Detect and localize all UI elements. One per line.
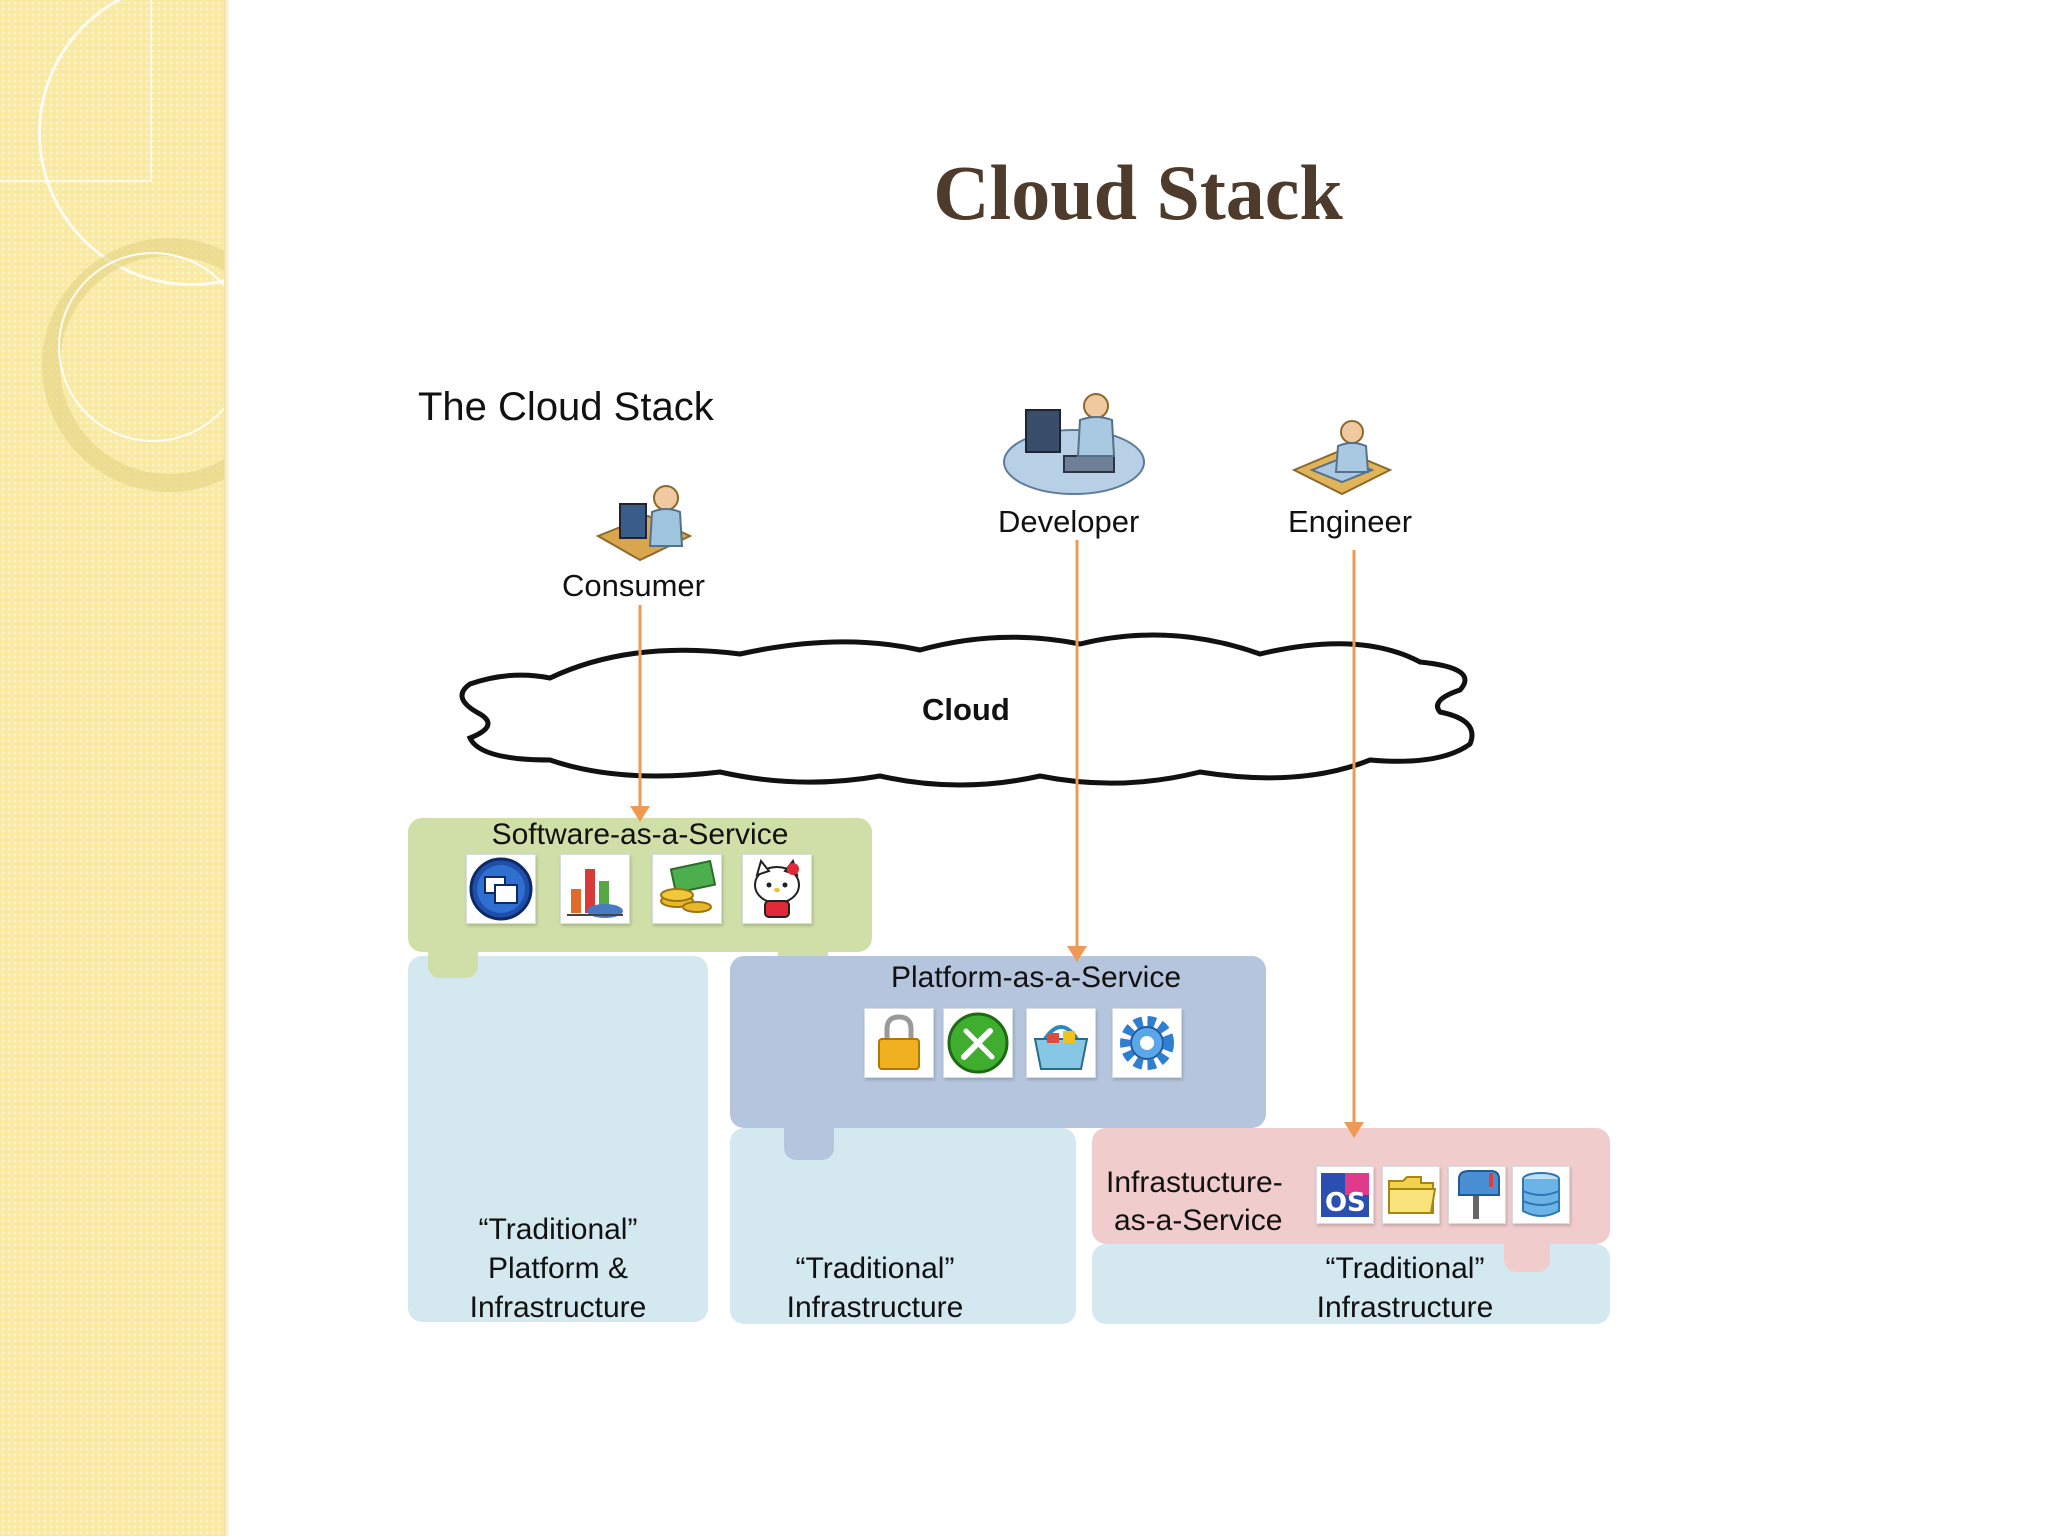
cloud-label: Cloud bbox=[922, 692, 1010, 727]
traditional-platform-line1: “Traditional” bbox=[478, 1213, 638, 1246]
shopping-basket-icon bbox=[1033, 1025, 1089, 1070]
decorative-ring-highlight bbox=[58, 252, 228, 442]
paas-icon-tile-4 bbox=[1112, 1008, 1182, 1078]
developer-icon bbox=[1003, 393, 1145, 495]
windows-app-icon bbox=[469, 857, 533, 921]
paas-icon-tile-2 bbox=[943, 1008, 1013, 1078]
svg-text:S: S bbox=[1347, 1188, 1366, 1218]
database-icon bbox=[1522, 1172, 1560, 1217]
iaas-icon-tile-4 bbox=[1512, 1166, 1570, 1224]
mailbox-icon bbox=[1458, 1170, 1500, 1219]
saas-tab bbox=[428, 948, 478, 978]
iaas-title-line2: as-a-Service bbox=[1114, 1204, 1283, 1237]
paas-tab bbox=[784, 1124, 834, 1160]
traditional-infra-right-line2: Infrastructure bbox=[1316, 1291, 1494, 1324]
developer-arrowhead bbox=[1067, 946, 1087, 962]
engineer-label: Engineer bbox=[1288, 504, 1413, 539]
paas-icon-tile-3 bbox=[1026, 1008, 1096, 1078]
consumer-label: Consumer bbox=[562, 568, 705, 603]
paas-icon-tile-1 bbox=[864, 1008, 934, 1078]
consumer-arrowhead bbox=[630, 806, 650, 822]
sidebar-decoration bbox=[0, 0, 228, 1536]
iaas-icon-tile-3 bbox=[1448, 1166, 1506, 1224]
traditional-infra-right-label: “Traditional” Infrastructure bbox=[1230, 1249, 1580, 1327]
hello-kitty-icon bbox=[754, 858, 800, 918]
traditional-platform-block bbox=[408, 956, 708, 1322]
traditional-infra-middle-line2: Infrastructure bbox=[786, 1291, 964, 1324]
iaas-icon-tile-2 bbox=[1382, 1166, 1440, 1224]
iaas-title-line1: Infrastucture- bbox=[1106, 1166, 1283, 1199]
svg-text:O: O bbox=[1325, 1188, 1347, 1218]
saas-icon-tile-1 bbox=[466, 854, 536, 924]
saas-icon-tile-3 bbox=[652, 854, 722, 924]
saas-title: Software-as-a-Service bbox=[491, 818, 789, 851]
gear-icon bbox=[1120, 1016, 1174, 1070]
traditional-platform-label: “Traditional” Platform & Infrastructure bbox=[410, 1210, 706, 1327]
tools-icon bbox=[947, 1012, 1009, 1074]
traditional-platform-line2: Platform & bbox=[487, 1252, 629, 1285]
bar-chart-icon bbox=[567, 869, 623, 918]
saas-icon-tile-4 bbox=[742, 854, 812, 924]
decorative-frame bbox=[0, 0, 152, 182]
cloud-shape bbox=[459, 632, 1475, 788]
slide-title: Cloud Stack bbox=[933, 149, 1343, 236]
engineer-icon bbox=[1291, 420, 1393, 496]
traditional-infra-middle-label: “Traditional” Infrastructure bbox=[730, 1249, 1020, 1327]
traditional-infra-middle-block bbox=[730, 1128, 1076, 1324]
folder-icon bbox=[1388, 1176, 1437, 1214]
consumer-icon bbox=[595, 485, 693, 562]
sidebar-edge bbox=[224, 0, 230, 1536]
money-icon bbox=[660, 859, 717, 913]
padlock-icon bbox=[878, 1014, 920, 1070]
traditional-infra-right-line1: “Traditional” bbox=[1325, 1252, 1485, 1285]
saas-icon-tile-2 bbox=[560, 854, 630, 924]
diagram-title: The Cloud Stack bbox=[418, 385, 714, 429]
traditional-platform-line3: Infrastructure bbox=[469, 1291, 647, 1324]
developer-label: Developer bbox=[998, 504, 1140, 539]
engineer-arrowhead bbox=[1344, 1122, 1364, 1138]
traditional-infra-middle-line1: “Traditional” bbox=[795, 1252, 955, 1285]
paas-title: Platform-as-a-Service bbox=[890, 961, 1182, 994]
iaas-tab bbox=[1504, 1240, 1550, 1272]
